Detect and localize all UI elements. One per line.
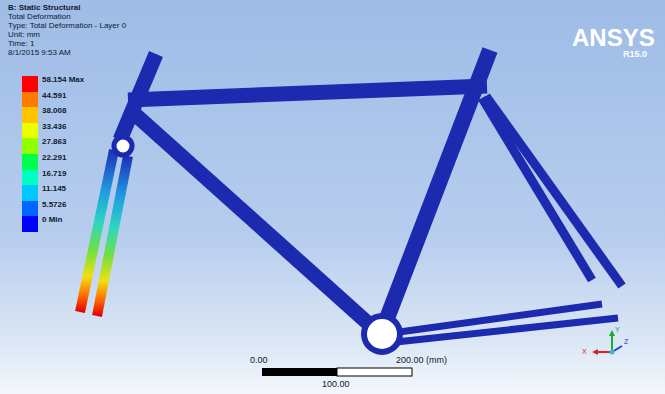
legend-value: 58.154 Max	[42, 76, 84, 84]
date-stamp: 8/1/2015 9:53 AM	[8, 49, 71, 57]
result-name: Total Deformation	[8, 13, 71, 21]
legend-value: 11.145	[42, 185, 66, 193]
unit-note: Unit: mm	[8, 31, 40, 39]
scale-start: 0.00	[250, 356, 268, 365]
legend-swatch	[22, 216, 38, 232]
legend-swatch	[22, 107, 38, 123]
legend-value: 44.591	[42, 92, 66, 100]
scale-mid: 100.00	[322, 380, 350, 389]
legend-swatch	[22, 76, 38, 92]
legend-value: 5.5726	[42, 201, 66, 209]
version-tag: R15.0	[623, 50, 647, 59]
result-heading: B: Static Structural	[8, 4, 80, 12]
axis-letter: Z	[624, 338, 628, 345]
scale-end: 200.00 (mm)	[396, 356, 447, 365]
legend-value: 33.436	[42, 123, 66, 131]
legend-value: 38.008	[42, 107, 66, 115]
legend-swatch	[22, 92, 38, 108]
legend-swatch	[22, 201, 38, 217]
legend-swatch	[22, 185, 38, 201]
legend-value: 22.291	[42, 154, 66, 162]
time-note: Time: 1	[8, 40, 34, 48]
legend-swatch	[22, 138, 38, 154]
brand-logo: ANSYS	[572, 26, 655, 50]
legend-value: 27.863	[42, 138, 66, 146]
axis-letter: Y	[615, 326, 620, 333]
legend-swatch	[22, 154, 38, 170]
legend-swatch	[22, 170, 38, 186]
result-type: Type: Total Deformation - Layer 0	[8, 22, 126, 30]
legend-swatch	[22, 123, 38, 139]
legend-value: 0 Min	[42, 216, 62, 224]
legend-value: 16.719	[42, 170, 66, 178]
axis-letter: X	[582, 348, 587, 355]
